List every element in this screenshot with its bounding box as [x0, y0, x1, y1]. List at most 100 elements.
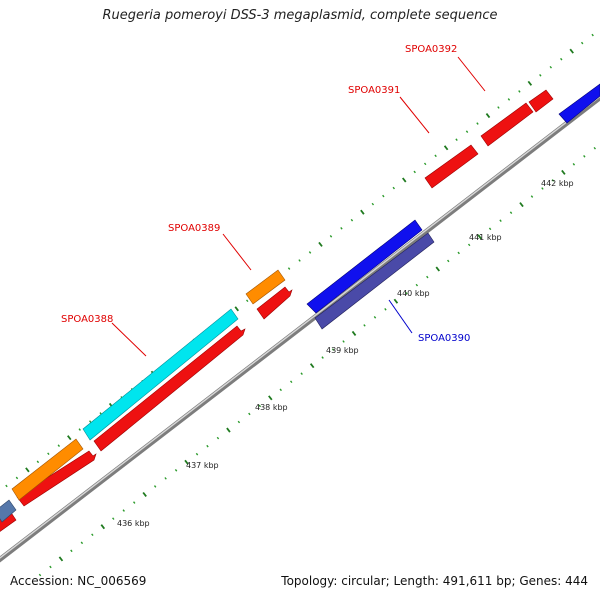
- gene-feature-steel[interactable]: [0, 499, 17, 523]
- major-tick: [142, 491, 147, 498]
- gene-feature-cyan[interactable]: [82, 308, 239, 441]
- minor-tick: [164, 477, 167, 480]
- scale-label: 437 kbp: [186, 461, 219, 470]
- minor-tick: [560, 57, 563, 61]
- minor-tick: [132, 501, 136, 504]
- minor-tick: [88, 420, 92, 423]
- minor-tick: [530, 195, 534, 198]
- gene-feature-red[interactable]: [93, 325, 246, 452]
- scale-label: 441 kbp: [469, 233, 502, 242]
- minor-tick: [423, 162, 427, 166]
- major-tick: [351, 330, 357, 336]
- sequence-summary: Topology: circular; Length: 491,611 bp; …: [281, 574, 588, 588]
- gene-feature-red[interactable]: [256, 286, 293, 320]
- major-tick: [67, 435, 72, 441]
- minor-tick: [549, 65, 553, 69]
- gene-feature-spoa0389[interactable]: [245, 269, 286, 305]
- minor-tick: [91, 533, 94, 537]
- minor-tick: [497, 106, 500, 109]
- gene-feature-spoa0390[interactable]: [314, 232, 435, 330]
- minor-tick: [248, 412, 251, 416]
- scale-label: 439 kbp: [326, 346, 359, 355]
- major-tick: [569, 48, 574, 54]
- minor-tick: [457, 251, 460, 255]
- gene-label-spoa0390[interactable]: SPOA0390: [418, 333, 470, 344]
- major-tick: [360, 209, 365, 215]
- gene-label-spoa0389[interactable]: SPOA0389: [168, 223, 220, 234]
- forward-strand-genes: [0, 89, 554, 532]
- minor-tick: [476, 122, 479, 125]
- minor-tick: [350, 218, 354, 222]
- major-tick: [485, 113, 491, 119]
- label-leaders: [111, 56, 486, 357]
- minor-tick: [47, 452, 50, 456]
- leader-spoa0391: [399, 96, 430, 134]
- major-tick: [58, 556, 64, 562]
- minor-tick: [392, 186, 395, 190]
- minor-tick: [279, 388, 282, 392]
- minor-tick: [382, 194, 385, 198]
- minor-tick: [415, 283, 419, 287]
- major-tick: [443, 145, 449, 151]
- gene-feature-blue[interactable]: [306, 219, 423, 314]
- gene-feature-blue[interactable]: [558, 83, 600, 124]
- gene-label-spoa0392[interactable]: SPOA0392: [405, 44, 457, 55]
- gene-feature-spoa0391[interactable]: [424, 144, 479, 189]
- minor-tick: [122, 509, 125, 512]
- minor-tick: [49, 565, 52, 569]
- major-tick: [401, 177, 407, 183]
- backbone-line: [0, 94, 600, 563]
- major-tick: [527, 80, 533, 86]
- map-title: Ruegeria pomeroyi DSS-3 megaplasmid, com…: [102, 8, 498, 23]
- major-tick: [234, 306, 239, 312]
- gene-label-spoa0391[interactable]: SPOA0391: [348, 85, 400, 96]
- minor-tick: [245, 299, 249, 303]
- minor-tick: [78, 428, 81, 431]
- major-tick: [25, 467, 30, 473]
- gene-feature-orange[interactable]: [11, 438, 84, 501]
- minor-tick: [287, 267, 291, 270]
- minor-tick: [580, 41, 584, 45]
- gene-feature-spoa0392[interactable]: [480, 102, 534, 147]
- gene-label-spoa0388[interactable]: SPOA0388: [61, 314, 113, 325]
- backbone-highlight: [0, 95, 600, 559]
- gene-feature-red[interactable]: [528, 89, 554, 113]
- minor-tick: [591, 33, 594, 37]
- minor-tick: [363, 324, 366, 327]
- minor-tick: [373, 316, 377, 319]
- major-tick: [100, 524, 106, 530]
- minor-tick: [57, 444, 61, 447]
- minor-tick: [488, 227, 492, 231]
- minor-tick: [38, 573, 42, 577]
- minor-tick: [371, 202, 375, 206]
- minor-tick: [298, 259, 301, 262]
- minor-tick: [174, 469, 178, 472]
- minor-tick: [329, 235, 333, 238]
- major-tick: [184, 459, 189, 465]
- minor-tick: [15, 476, 19, 480]
- upper-track-genes: [0, 269, 286, 523]
- minor-tick: [342, 340, 345, 343]
- minor-tick: [308, 251, 312, 254]
- minor-tick: [300, 372, 303, 375]
- minor-tick: [405, 291, 408, 295]
- major-tick: [318, 241, 323, 247]
- minor-tick: [434, 154, 437, 158]
- minor-tick: [289, 380, 293, 384]
- accession-text: Accession: NC_006569: [10, 574, 147, 588]
- minor-tick: [551, 179, 555, 182]
- major-tick: [561, 169, 566, 175]
- minor-tick: [465, 130, 469, 133]
- minor-tick: [507, 98, 511, 101]
- minor-tick: [80, 541, 84, 545]
- minor-tick: [258, 404, 262, 408]
- minor-tick: [467, 243, 471, 247]
- leader-spoa0390: [388, 299, 413, 334]
- minor-tick: [195, 452, 199, 456]
- major-tick: [268, 395, 273, 401]
- minor-tick: [572, 163, 576, 166]
- minor-tick: [340, 226, 343, 230]
- minor-tick: [541, 187, 544, 190]
